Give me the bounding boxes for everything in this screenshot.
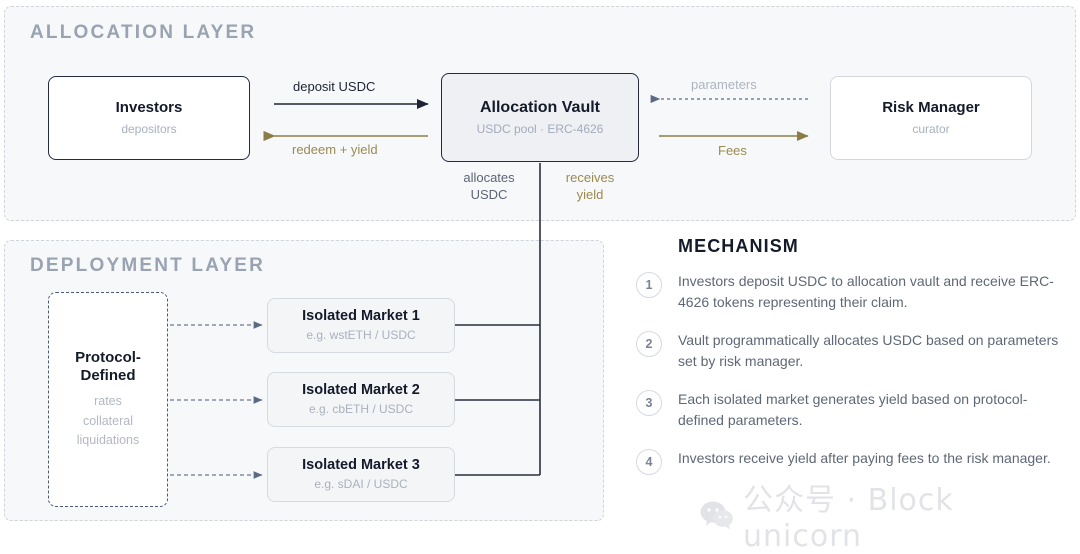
node-isolated-market-2[interactable]: Isolated Market 2 e.g. cbETH / USDC	[267, 372, 455, 427]
protocol-attr-rates: rates	[94, 394, 122, 409]
node-protocol-defined[interactable]: Protocol- Defined rates collateral liqui…	[48, 292, 168, 507]
node-protocol-defined-title-line2: Defined	[80, 367, 136, 385]
mechanism-step-4-text: Investors receive yield after paying fee…	[678, 450, 1051, 466]
mechanism-step-3-text: Each isolated market generates yield bas…	[678, 391, 1028, 428]
mechanism-step-4-number: 4	[636, 449, 662, 475]
edge-label-allocates-line1: allocates	[463, 170, 515, 185]
node-investors-title: Investors	[115, 99, 183, 117]
edge-label-redeem-yield: redeem + yield	[292, 142, 378, 157]
edge-label-allocates-usdc: allocates USDC	[453, 170, 525, 204]
mechanism-step-1-number: 1	[636, 272, 662, 298]
mechanism-step-3-number: 3	[636, 390, 662, 416]
edge-label-parameters: parameters	[691, 77, 757, 92]
node-isolated-market-3-subtitle: e.g. sDAI / USDC	[314, 477, 408, 492]
edge-label-receives-line1: receives	[565, 170, 615, 185]
edge-label-deposit-usdc: deposit USDC	[293, 79, 376, 94]
mechanism-step-3: 3 Each isolated market generates yield b…	[636, 389, 1066, 431]
node-allocation-vault-subtitle: USDC pool · ERC-4626	[476, 121, 604, 136]
node-investors[interactable]: Investors depositors	[48, 76, 250, 160]
node-risk-manager-subtitle: curator	[912, 121, 950, 136]
node-allocation-vault-title: Allocation Vault	[479, 98, 600, 116]
edge-label-receives-line2: yield	[576, 186, 604, 202]
edge-label-fees: Fees	[718, 143, 747, 158]
mechanism-step-2-number: 2	[636, 331, 662, 357]
node-isolated-market-1-subtitle: e.g. wstETH / USDC	[306, 328, 416, 343]
protocol-attr-liquidations: liquidations	[76, 432, 140, 447]
edge-label-receives-yield: receives yield	[554, 170, 626, 204]
node-isolated-market-1-title: Isolated Market 1	[302, 308, 420, 325]
deployment-layer-title: DEPLOYMENT LAYER	[30, 255, 266, 276]
node-isolated-market-1[interactable]: Isolated Market 1 e.g. wstETH / USDC	[267, 298, 455, 353]
mechanism-step-4: 4 Investors receive yield after paying f…	[636, 448, 1066, 482]
node-risk-manager[interactable]: Risk Manager curator	[830, 76, 1032, 160]
allocation-layer-title: ALLOCATION LAYER	[30, 22, 257, 43]
node-isolated-market-3-title: Isolated Market 3	[302, 457, 420, 474]
mechanism-step-1-text: Investors deposit USDC to allocation vau…	[678, 273, 1054, 310]
mechanism-title: MECHANISM	[678, 236, 799, 256]
protocol-attr-collateral: collateral	[82, 413, 133, 428]
node-isolated-market-2-title: Isolated Market 2	[302, 382, 420, 399]
node-protocol-defined-title-line1: Protocol-	[75, 348, 141, 366]
node-risk-manager-title: Risk Manager	[882, 99, 980, 117]
mechanism-panel: MECHANISM 1 Investors deposit USDC to al…	[636, 236, 1066, 499]
node-isolated-market-2-subtitle: e.g. cbETH / USDC	[308, 402, 414, 417]
edge-label-allocates-line2: USDC	[470, 186, 508, 202]
node-allocation-vault[interactable]: Allocation Vault USDC pool · ERC-4626	[441, 73, 639, 162]
diagram-canvas: ALLOCATION LAYER DEPLOYMENT LAYER	[4, 6, 1076, 554]
node-isolated-market-3[interactable]: Isolated Market 3 e.g. sDAI / USDC	[267, 447, 455, 502]
mechanism-step-2-text: Vault programmatically allocates USDC ba…	[678, 332, 1059, 369]
node-investors-subtitle: depositors	[121, 121, 177, 136]
mechanism-step-1: 1 Investors deposit USDC to allocation v…	[636, 271, 1066, 313]
mechanism-step-2: 2 Vault programmatically allocates USDC …	[636, 330, 1066, 372]
node-protocol-defined-attributes: rates collateral liquidations	[77, 392, 140, 450]
wechat-logo-icon	[700, 500, 734, 530]
